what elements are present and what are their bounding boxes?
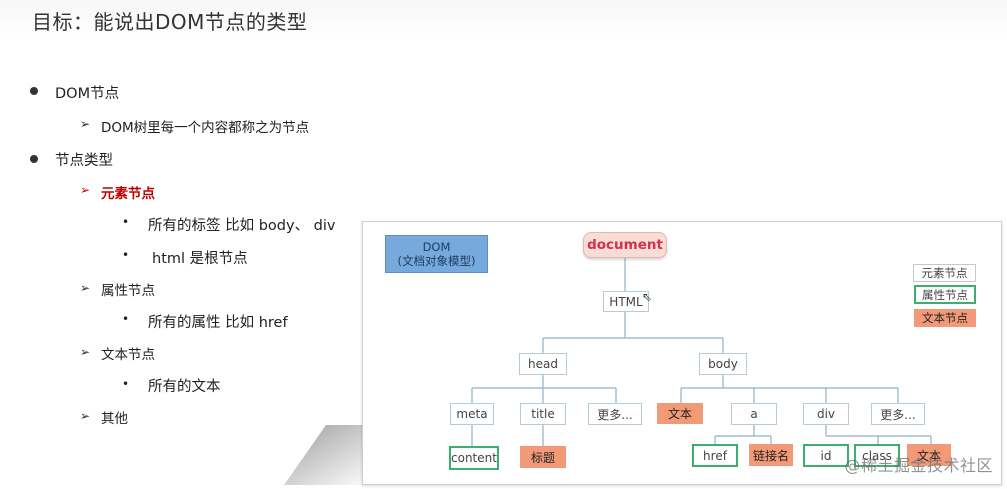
- node-a: a: [731, 403, 777, 425]
- legend-text: 文本节点: [914, 309, 976, 327]
- arrow-bullet-icon: ➢: [80, 281, 91, 295]
- square-bullet-icon: •: [122, 312, 130, 326]
- node-document: document: [583, 232, 667, 258]
- node-html: HTML: [603, 291, 649, 312]
- tree-connectors: [471, 258, 932, 446]
- node-href-attr: href: [692, 444, 738, 467]
- node-div: div: [803, 403, 849, 425]
- outline-node-types: 节点类型: [55, 153, 113, 169]
- outline-dom-node-desc: DOM树里每一个内容都称之为节点: [101, 120, 310, 136]
- node-title-text: 标题: [520, 446, 566, 468]
- legend-attribute: 属性节点: [914, 285, 976, 304]
- dom-label-box: DOM (文档对象模型): [385, 235, 488, 273]
- square-bullet-icon: •: [122, 248, 130, 262]
- outline-text-node: 文本节点: [101, 347, 155, 363]
- arrow-bullet-icon: ➢: [80, 117, 91, 131]
- node-div-text: 文本: [907, 444, 951, 466]
- node-content-attr: content: [449, 446, 499, 470]
- square-bullet-icon: •: [122, 215, 130, 229]
- node-body: body: [699, 353, 747, 375]
- node-id-attr: id: [803, 444, 849, 467]
- node-title: title: [520, 403, 566, 425]
- arrow-bullet-icon: ➢: [80, 345, 91, 359]
- square-bullet-icon: •: [122, 377, 130, 391]
- page-title: 目标：能说出DOM节点的类型: [32, 10, 308, 34]
- dom-label-title: DOM: [422, 240, 451, 254]
- arrow-bullet-icon: ➢: [80, 183, 91, 197]
- outline-element-node: 元素节点: [101, 186, 155, 202]
- node-more-head: 更多...: [588, 403, 642, 425]
- mouse-cursor-icon: ⇖: [642, 290, 653, 304]
- legend-element: 元素节点: [913, 264, 976, 282]
- node-more-body: 更多...: [871, 403, 925, 425]
- bullet-dot: [30, 87, 38, 95]
- outline-other: 其他: [101, 411, 128, 427]
- title-bar: [0, 0, 1007, 40]
- outline-element-desc2: html 是根节点: [152, 251, 248, 267]
- arrow-bullet-icon: ➢: [80, 409, 91, 423]
- outline-attribute-desc: 所有的属性 比如 href: [148, 315, 288, 331]
- outline-text-desc: 所有的文本: [148, 379, 221, 395]
- outline-attribute-node: 属性节点: [101, 283, 155, 299]
- dom-tree-diagram: DOM (文档对象模型) document HTML head body met…: [362, 221, 1002, 485]
- node-text-body: 文本: [657, 403, 703, 424]
- outline-element-desc1: 所有的标签 比如 body、 div: [148, 218, 336, 234]
- watermark: @稀土掘金技术社区: [844, 456, 993, 475]
- node-head: head: [519, 353, 567, 375]
- node-link-text: 链接名: [749, 444, 793, 466]
- dom-label-subtitle: (文档对象模型): [397, 254, 476, 268]
- outline-dom-node: DOM节点: [55, 86, 120, 102]
- node-meta: meta: [450, 403, 494, 425]
- node-class-attr: class: [854, 444, 900, 467]
- bullet-dot: [30, 155, 38, 163]
